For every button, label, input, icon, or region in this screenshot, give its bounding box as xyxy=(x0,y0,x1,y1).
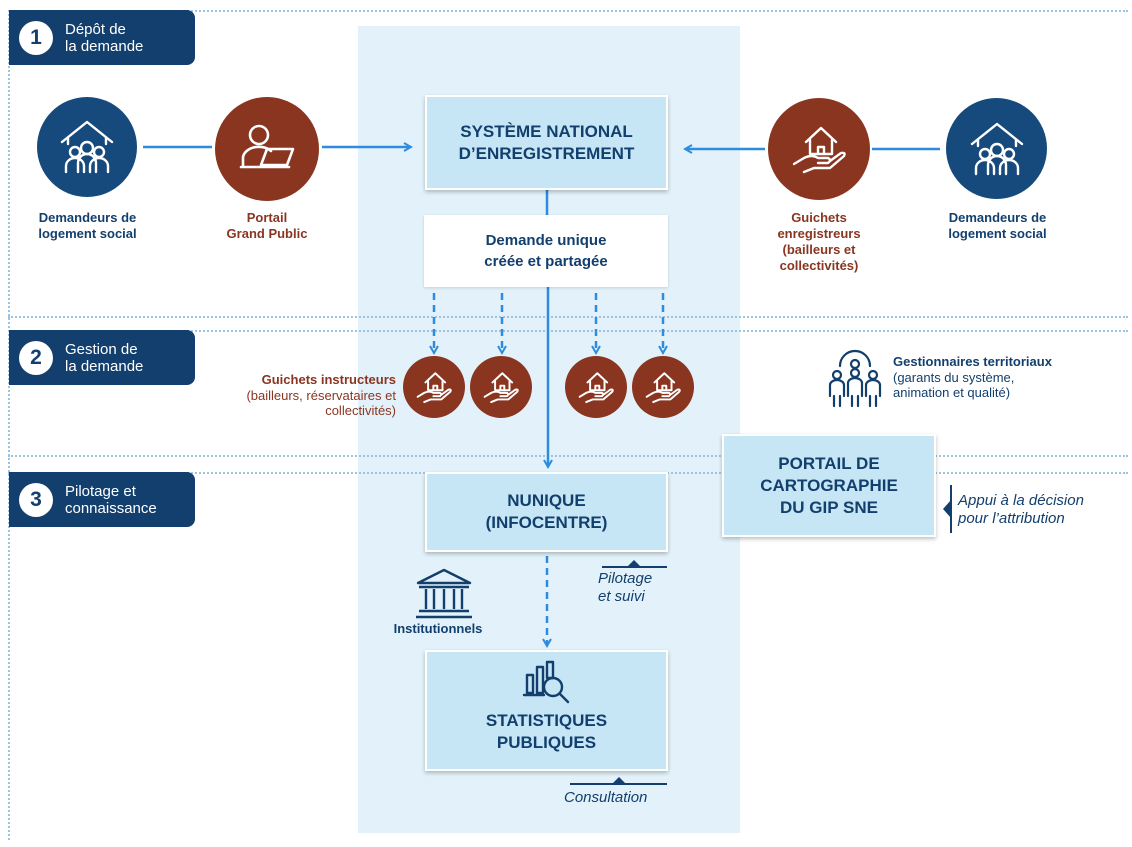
house-family-icon xyxy=(37,97,137,197)
statistiques-title: STATISTIQUES PUBLIQUES xyxy=(485,710,608,752)
laptop-user-icon xyxy=(215,97,319,201)
guichets-enregistreurs-label: Guichets enregistreurs (bailleurs et col… xyxy=(777,210,861,273)
institution-building-icon xyxy=(413,567,475,621)
gestionnaires-sub: (garants du système, animation et qualit… xyxy=(893,370,1015,400)
portail-label: Portail Grand Public xyxy=(226,210,308,241)
group-people-icon xyxy=(826,349,884,410)
step-1-tag: 1 Dépôt de la demande xyxy=(9,10,195,65)
demandeurs-left-label: Demandeurs de logement social xyxy=(38,210,137,241)
gestionnaires-title: Gestionnaires territoriaux xyxy=(893,354,1052,369)
chart-magnifier-icon xyxy=(522,659,572,705)
step-label: Gestion de la demande xyxy=(65,340,144,375)
step-label: Pilotage et connaissance xyxy=(65,482,157,517)
hand-house-icon[interactable] xyxy=(565,356,627,418)
hand-house-icon[interactable] xyxy=(632,356,694,418)
hand-house-icon[interactable] xyxy=(403,356,465,418)
guichets-instructeurs-title: Guichets instructeurs xyxy=(261,372,396,387)
pilotage-note: Pilotage et suivi xyxy=(598,570,653,605)
separator-top xyxy=(8,10,1128,12)
left-dotted-border xyxy=(8,10,10,840)
appui-decision-note: Appui à la décision pour l’attribution xyxy=(958,492,1084,527)
institutionnels-label: Institutionnels xyxy=(393,621,483,636)
guichets-instructeurs-sub: (bailleurs, réservataires et collectivit… xyxy=(246,388,396,418)
separator-step1-b xyxy=(8,330,1128,332)
hand-house-icon[interactable] xyxy=(470,356,532,418)
demandeurs-right-label: Demandeurs de logement social xyxy=(948,210,1047,241)
step-3-tag: 3 Pilotage et connaissance xyxy=(9,472,195,527)
nunique-box: NUNIQUE (INFOCENTRE) xyxy=(425,472,668,552)
hand-house-icon xyxy=(768,98,870,200)
step-number: 1 xyxy=(19,20,53,55)
separator-step1-a xyxy=(8,316,1128,318)
step-label: Dépôt de la demande xyxy=(65,20,144,55)
consultation-note: Consultation xyxy=(564,789,648,806)
sne-box: SYSTÈME NATIONAL D’ENREGISTREMENT xyxy=(425,95,668,190)
separator-step2-a xyxy=(8,455,1128,457)
demande-unique-box: Demande unique créée et partagée xyxy=(424,215,668,287)
step-2-tag: 2 Gestion de la demande xyxy=(9,330,195,385)
house-family-icon xyxy=(946,98,1047,199)
step-number: 2 xyxy=(19,340,53,375)
portail-cartographie-box: PORTAIL DE CARTOGRAPHIE DU GIP SNE xyxy=(722,434,936,537)
step-number: 3 xyxy=(19,482,53,517)
